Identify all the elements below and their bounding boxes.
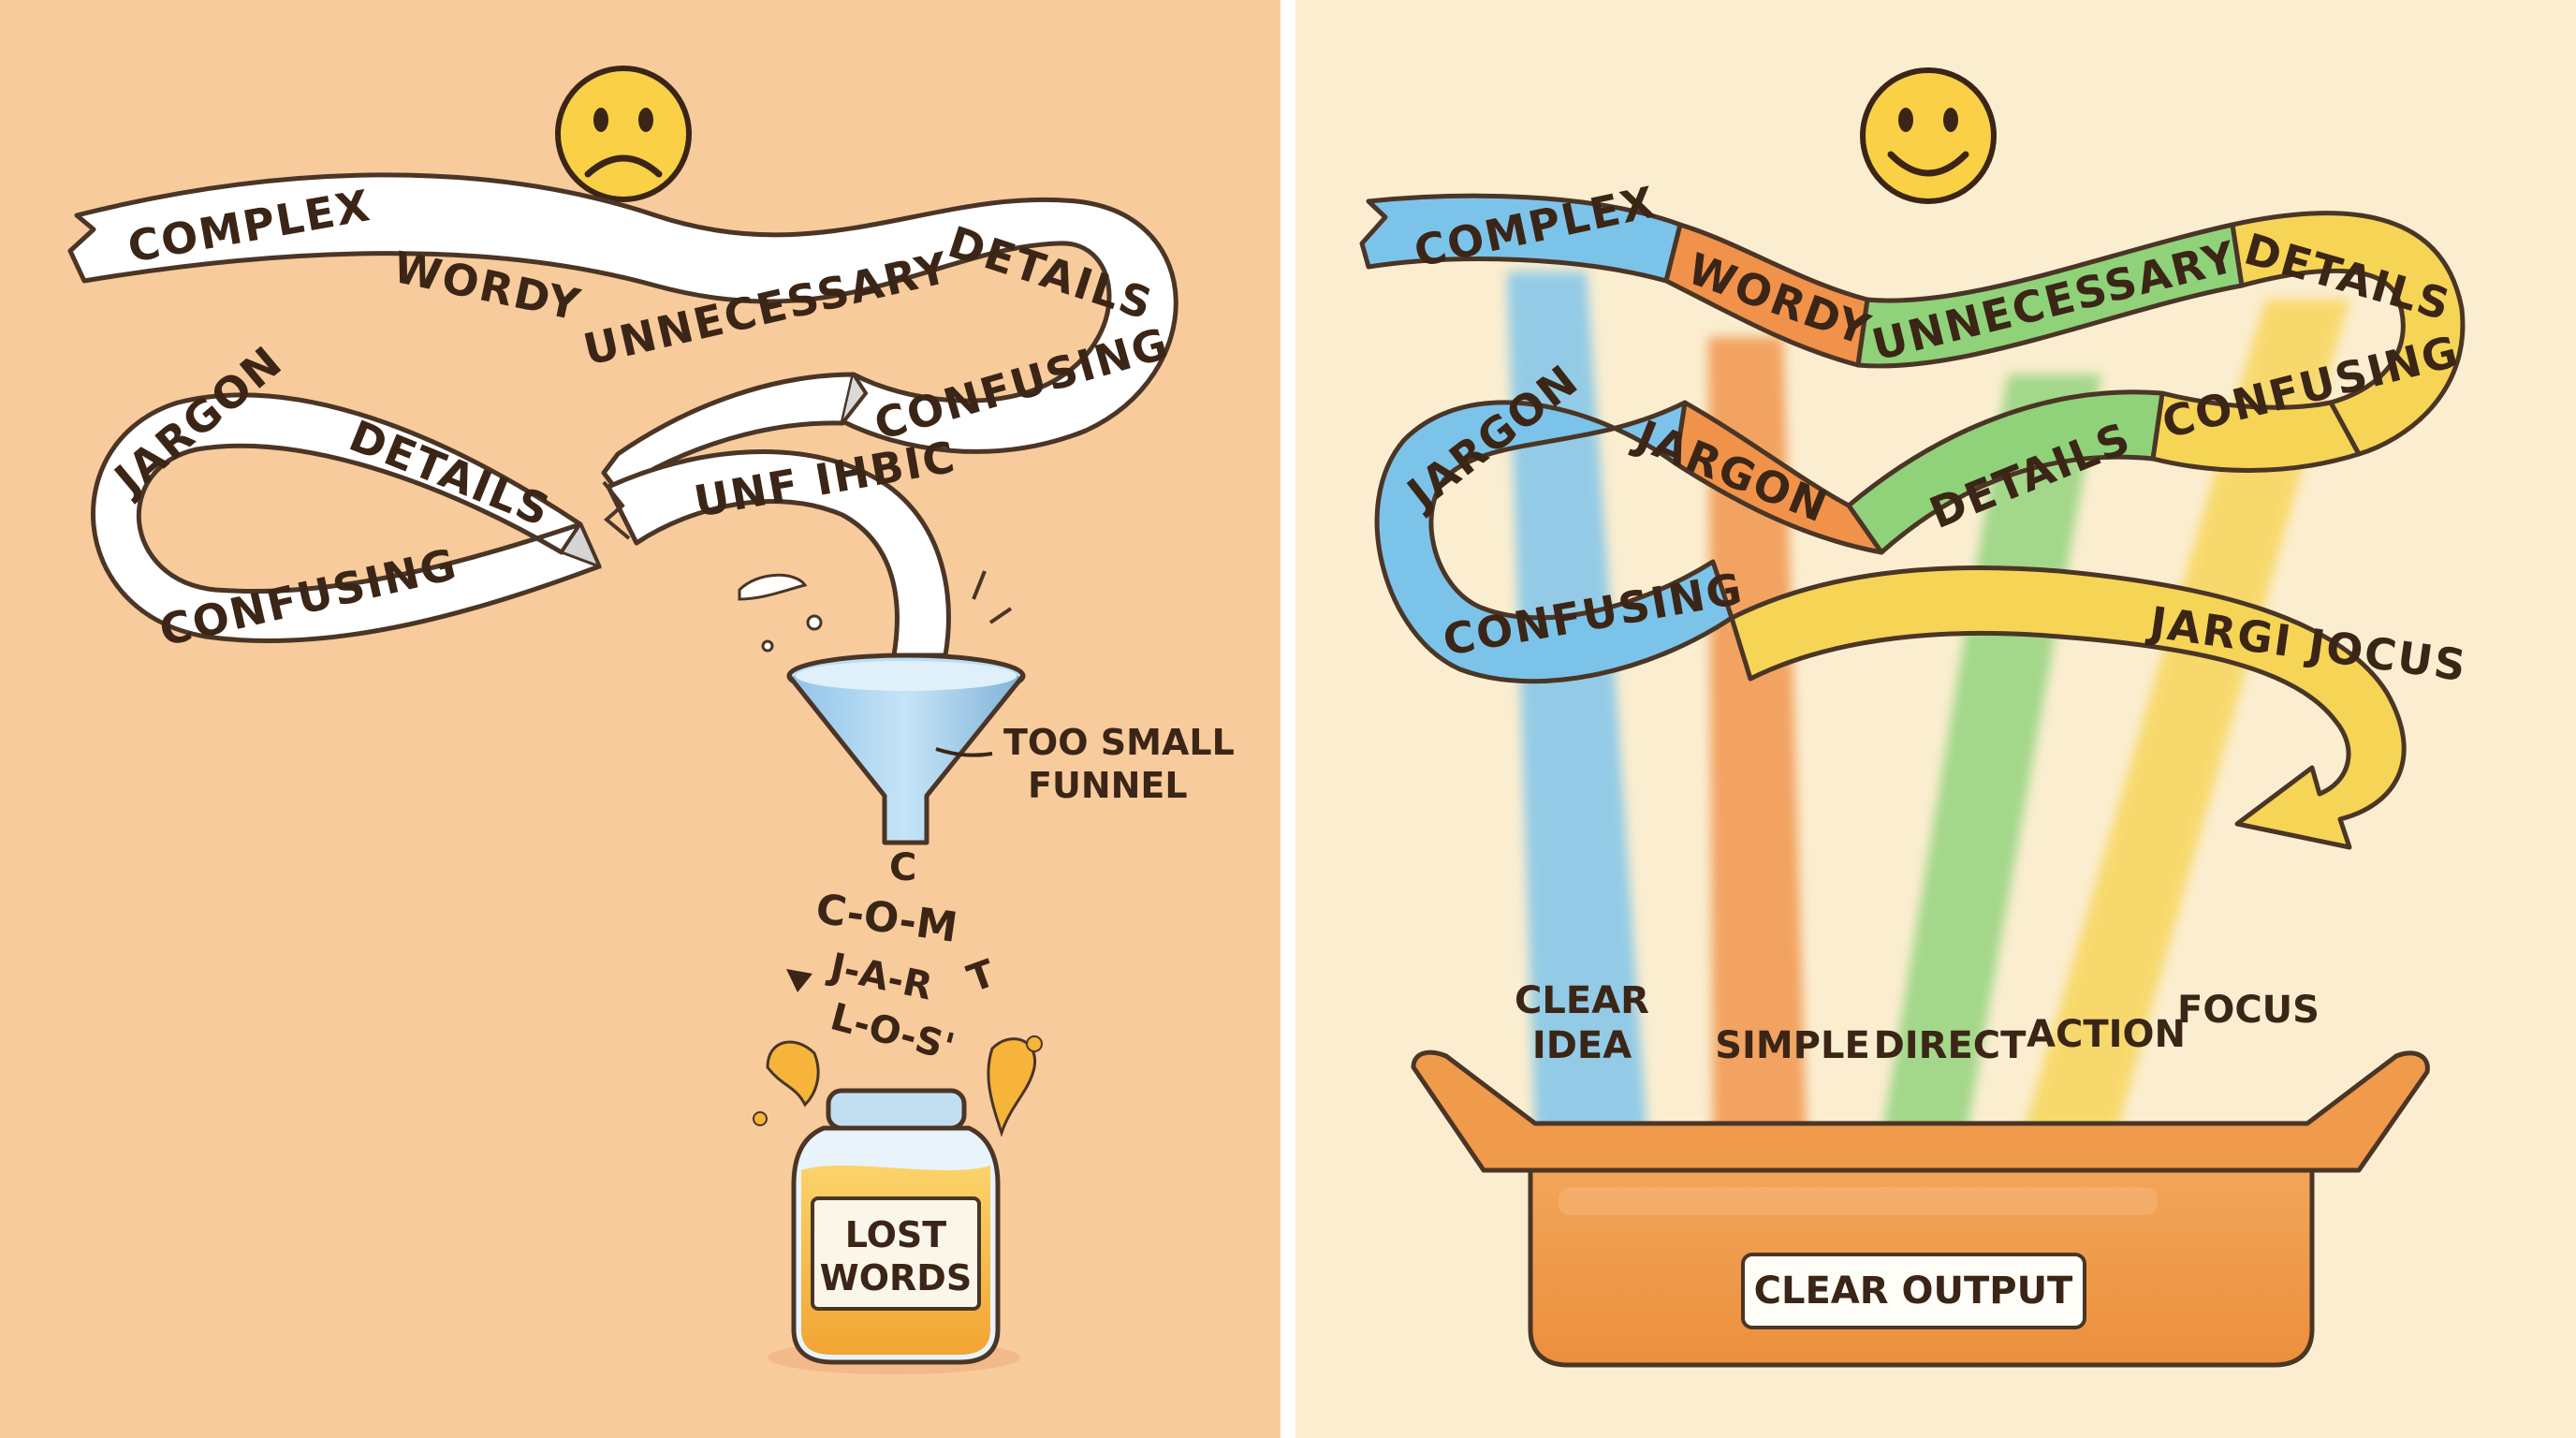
- ribbon-upper-band: [67, 172, 1178, 454]
- beam-label-clear: CLEAR: [1515, 979, 1649, 1022]
- beam-label-focus: FOCUS: [2177, 989, 2320, 1032]
- falling-letter-c: C: [889, 846, 916, 889]
- panel-divider: [1281, 0, 1295, 1438]
- beam-orange: [1708, 337, 1807, 1137]
- ribbon-seg-jargi-jocus: [1729, 565, 2407, 850]
- beam-blue: [1507, 271, 1647, 1137]
- tray-label-box: [1741, 1253, 2086, 1329]
- tray-rim: [1411, 1049, 2430, 1173]
- beam-label-simple: SIMPLE: [1715, 1024, 1870, 1067]
- sad-face-icon: [555, 66, 692, 202]
- beam-yellow: [2022, 300, 2349, 1137]
- output-tray: CLEAR OUTPUT: [1411, 1049, 2430, 1368]
- beam-label-action: ACTION: [2027, 1013, 2186, 1056]
- funnel-label-leader: [935, 747, 993, 757]
- tray-label: CLEAR OUTPUT: [1754, 1269, 2073, 1313]
- funnel-label-line2: FUNNEL: [1028, 765, 1188, 806]
- jar-label-line1: LOST: [845, 1214, 947, 1255]
- left-panel: COMPLEX WORDY UNNECESSARY DETAILS CONFUS…: [0, 0, 1281, 1438]
- right-panel: COMPLEX WORDY UNNECESSARY DETAILS JARGON…: [1295, 0, 2576, 1438]
- beam-label-idea: IDEA: [1532, 1024, 1632, 1067]
- funnel-label-line1: TOO SMALL: [1003, 722, 1235, 763]
- splash-droplets: [738, 570, 1013, 653]
- beam-labels: CLEAR IDEA SIMPLE DIRECT ACTION FOCUS: [1515, 979, 2320, 1067]
- funnel-icon: [786, 653, 1026, 845]
- jar-label-line2: WORDS: [820, 1257, 972, 1299]
- jar-icon: LOST WORDS: [753, 1035, 1043, 1374]
- beam-green: [1881, 374, 2101, 1137]
- smile-face-icon: [1860, 67, 1997, 204]
- beam-label-direct: DIRECT: [1874, 1024, 2027, 1067]
- light-beams: [1507, 271, 2349, 1137]
- ribbon-seg-jargon-blue: [1374, 400, 1734, 684]
- ribbon-torn-piece: [601, 372, 856, 494]
- ribbon-seg-details: [2230, 211, 2466, 457]
- ribbon-lower-loop: [91, 392, 602, 644]
